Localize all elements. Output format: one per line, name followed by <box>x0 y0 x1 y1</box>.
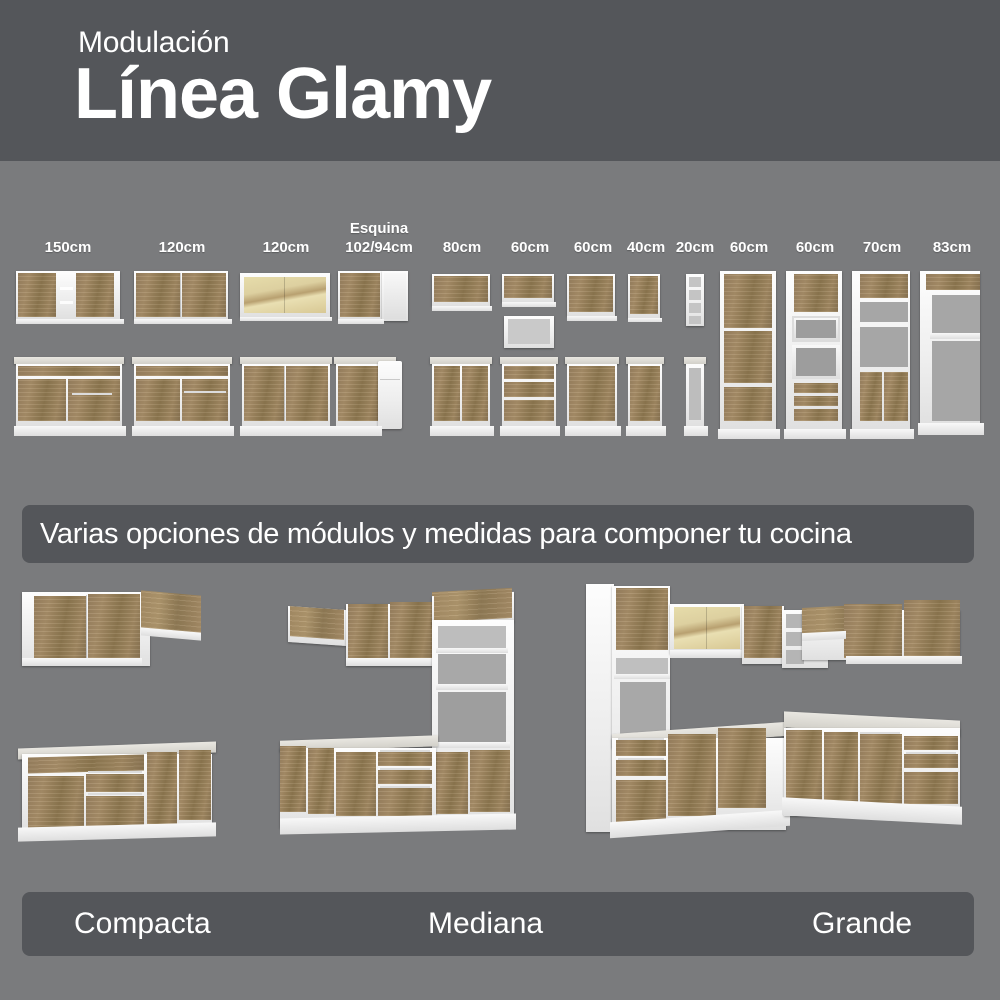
module-size-label: 60cm <box>729 239 769 256</box>
module-corner-label: Esquina <box>334 220 424 238</box>
module-upper-unit <box>334 271 424 331</box>
module-upper-unit <box>14 271 124 331</box>
module-size-label: 102/94cm <box>345 239 413 256</box>
module-tall-unit <box>784 271 846 439</box>
module-tall-unit <box>850 271 914 439</box>
header-bar: Modulación Línea Glamy <box>0 0 1000 161</box>
module-tall-unit <box>918 271 986 439</box>
page-title: Línea Glamy <box>74 54 492 134</box>
module-lower-unit <box>240 357 334 437</box>
kitchen-compacta <box>10 570 245 860</box>
module-spec-grid: 150cm 120cm <box>0 161 1000 491</box>
module-lower-unit <box>500 357 560 437</box>
module-lower-unit <box>672 357 718 437</box>
module-lower-unit <box>132 357 234 437</box>
module-corner-title: Esquina <box>349 220 409 237</box>
module-size-label: 60cm <box>795 239 835 256</box>
module-upper-unit <box>240 271 332 331</box>
kitchen-showcase <box>0 570 1000 890</box>
module-size-label: 20cm <box>675 239 715 256</box>
module-lower-unit <box>430 357 494 437</box>
module-lower-unit <box>334 357 424 437</box>
footer-label-compacta: Compacta <box>74 907 211 940</box>
module-size-label: 80cm <box>442 239 482 256</box>
module-upper-unit <box>672 274 718 336</box>
module-lower-unit <box>622 357 670 437</box>
module-upper-unit <box>565 274 621 329</box>
module-size-label: 70cm <box>862 239 902 256</box>
module-size-label: 60cm <box>573 239 613 256</box>
module-upper-unit <box>500 274 560 364</box>
module-size-label: 120cm <box>158 239 206 256</box>
module-size-label: 40cm <box>626 239 666 256</box>
kitchen-mediana <box>280 570 550 860</box>
module-size-label: 60cm <box>510 239 550 256</box>
module-upper-unit <box>622 274 670 329</box>
module-lower-unit <box>565 357 621 437</box>
module-size-label: 150cm <box>44 239 92 256</box>
module-upper-unit <box>132 271 232 331</box>
module-lower-unit <box>14 357 126 437</box>
kitchen-grande <box>570 570 990 860</box>
module-upper-unit <box>430 274 494 319</box>
footer-label-grande: Grande <box>812 907 913 940</box>
tagline-text: Varias opciones de módulos y medidas par… <box>40 517 852 550</box>
module-tall-unit <box>718 271 780 439</box>
module-size-label: 120cm <box>262 239 310 256</box>
module-size-label: 83cm <box>932 239 972 256</box>
tagline-banner: Varias opciones de módulos y medidas par… <box>22 505 974 563</box>
header-eyebrow: Modulación <box>78 26 230 59</box>
footer-label-mediana: Mediana <box>428 907 544 940</box>
footer-bar: Compacta Mediana Grande <box>22 892 974 956</box>
